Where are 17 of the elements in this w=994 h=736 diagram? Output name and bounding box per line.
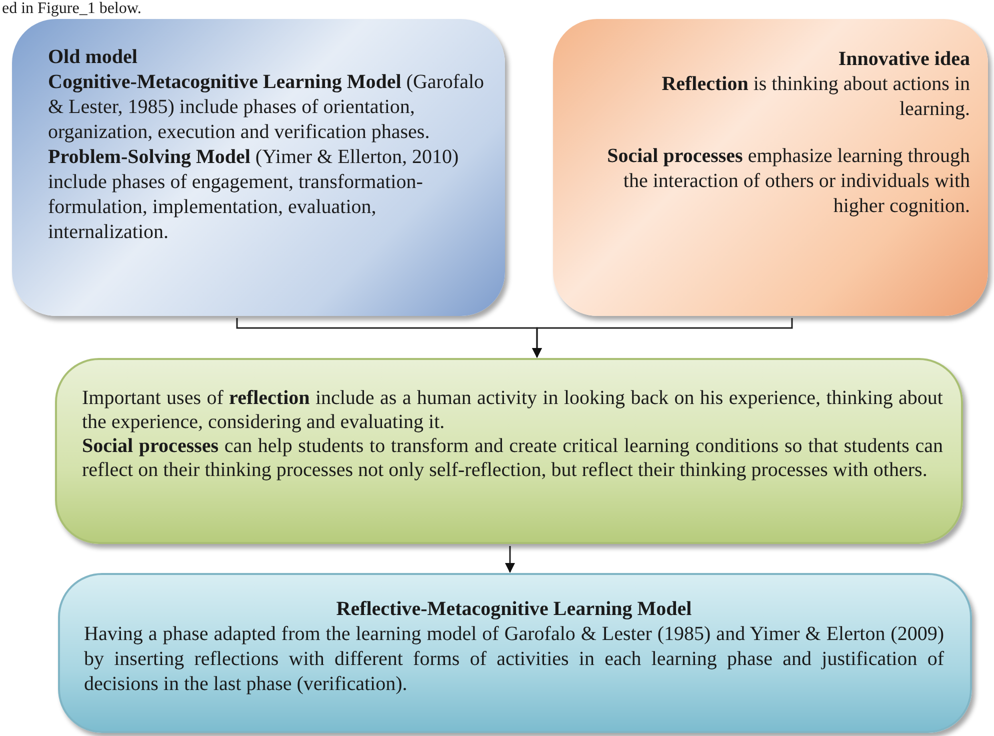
- rounded-text-box: [553, 19, 988, 316]
- box-heading: Innovative idea: [837, 47, 970, 72]
- rounded-text-box: [58, 573, 972, 733]
- rounded-text-box: [55, 358, 963, 544]
- box-text: Social processes emphasize learning through the interaction of others or individuals with higher cognition.: [606, 144, 970, 219]
- box-text: Reflection is thinking about actions in learning.: [660, 72, 970, 122]
- box-text: Problem-Solving Model (Yimer & Ellerton, 2010) include phases of engagement, transformation-formulation, implementation, evaluation, internalization.: [48, 145, 460, 245]
- box-text: Important uses of reflection include as a human activity in looking back on his experience, thinking about the experience, considering and evaluating it.: [82, 386, 943, 434]
- rounded-text-box: [12, 19, 505, 316]
- box-text: Having a phase adapted from the learning model of Garofalo & Lester (1985) and Yimer & Elerton (2009) by inserting reflections with different forms of activities in each learning phase and justification of decisions in the last phase (verification).: [84, 622, 944, 697]
- box-text: Cognitive-Metacognitive Learning Model (Garofalo & Lester, 1985) include phases of orientation, organization, execution and verification phases.: [48, 70, 486, 145]
- box-heading: Old model: [48, 45, 138, 70]
- connector-arrow: [532, 318, 793, 358]
- box-heading: Reflective-Metacognitive Learning Model: [335, 597, 693, 622]
- connector-arrow: [505, 546, 515, 573]
- box-text: Social processes can help students to transform and create critical learning conditions so that students can reflect on their thinking processes not only self-reflection, but reflect their thinking processes with others.: [82, 434, 943, 482]
- page-text: ed in Figure_1 below.: [2, 0, 142, 17]
